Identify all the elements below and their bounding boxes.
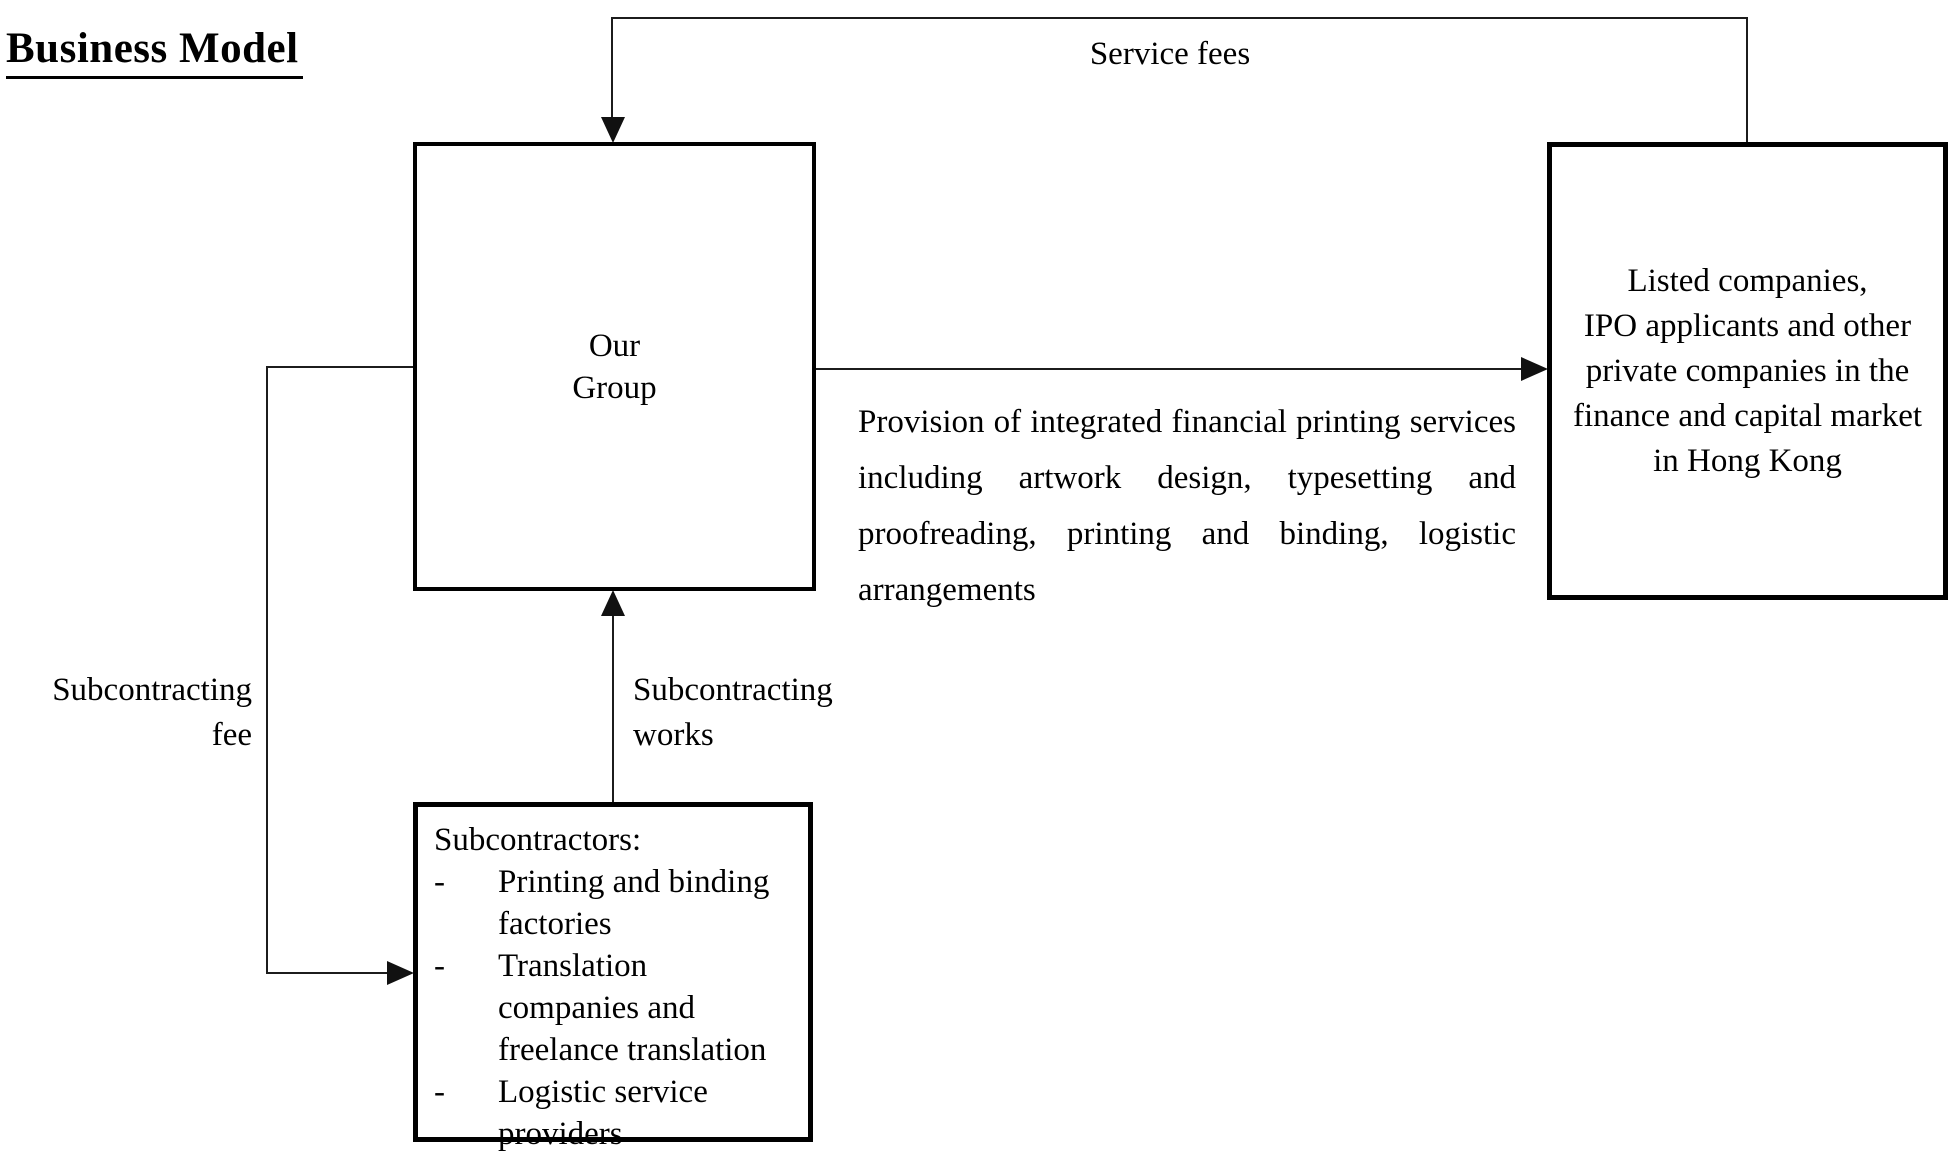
subcontracting-fee-line-top	[266, 366, 414, 368]
subcontracting-fee-line-vertical	[266, 366, 268, 974]
subcontracting-works-label: Subcontracting works	[633, 672, 833, 753]
subcontractor-item-label: Translation companies and freelance tran…	[498, 948, 767, 1068]
subcontractors-box: Subcontractors: - Printing and binding f…	[413, 802, 813, 1152]
arrowhead-up-icon	[601, 590, 625, 616]
subcontractors-heading: Subcontractors:	[434, 822, 642, 858]
subcontractor-item: - Logistic service providers	[434, 1071, 800, 1155]
our-group-box: Our Group	[413, 142, 816, 591]
arrowhead-right-icon	[387, 961, 414, 985]
our-group-label: Our Group	[572, 327, 657, 406]
bullet-dash: -	[434, 864, 445, 900]
subcontractor-item-label: Printing and binding factories	[498, 864, 770, 942]
page-title: Business Model	[6, 24, 303, 80]
subcontractor-item: - Translation companies and freelance tr…	[434, 945, 800, 1071]
subcontractor-item-label: Logistic service providers	[498, 1074, 708, 1152]
subcontracting-works-line	[612, 615, 614, 803]
bullet-dash: -	[434, 1074, 445, 1110]
bullet-dash: -	[434, 948, 445, 984]
provision-arrow-line	[816, 368, 1524, 370]
service-fees-line-drop-left	[611, 17, 613, 120]
arrowhead-down-icon	[601, 117, 625, 143]
subcontracting-fee-line-bottom	[266, 972, 389, 974]
service-fees-line-horizontal	[612, 17, 1748, 19]
arrowhead-right-icon	[1521, 357, 1548, 381]
subcontractor-item: - Printing and binding factories	[434, 861, 800, 945]
provision-services-label: Provision of integrated financial printi…	[858, 404, 1516, 608]
service-fees-line-drop-right	[1746, 17, 1748, 143]
service-fees-label: Service fees	[1089, 36, 1251, 72]
clients-label: Listed companies, IPO applicants and oth…	[1572, 262, 1923, 479]
subcontracting-fee-label: Subcontracting fee	[52, 672, 252, 753]
clients-box: Listed companies, IPO applicants and oth…	[1547, 142, 1948, 600]
